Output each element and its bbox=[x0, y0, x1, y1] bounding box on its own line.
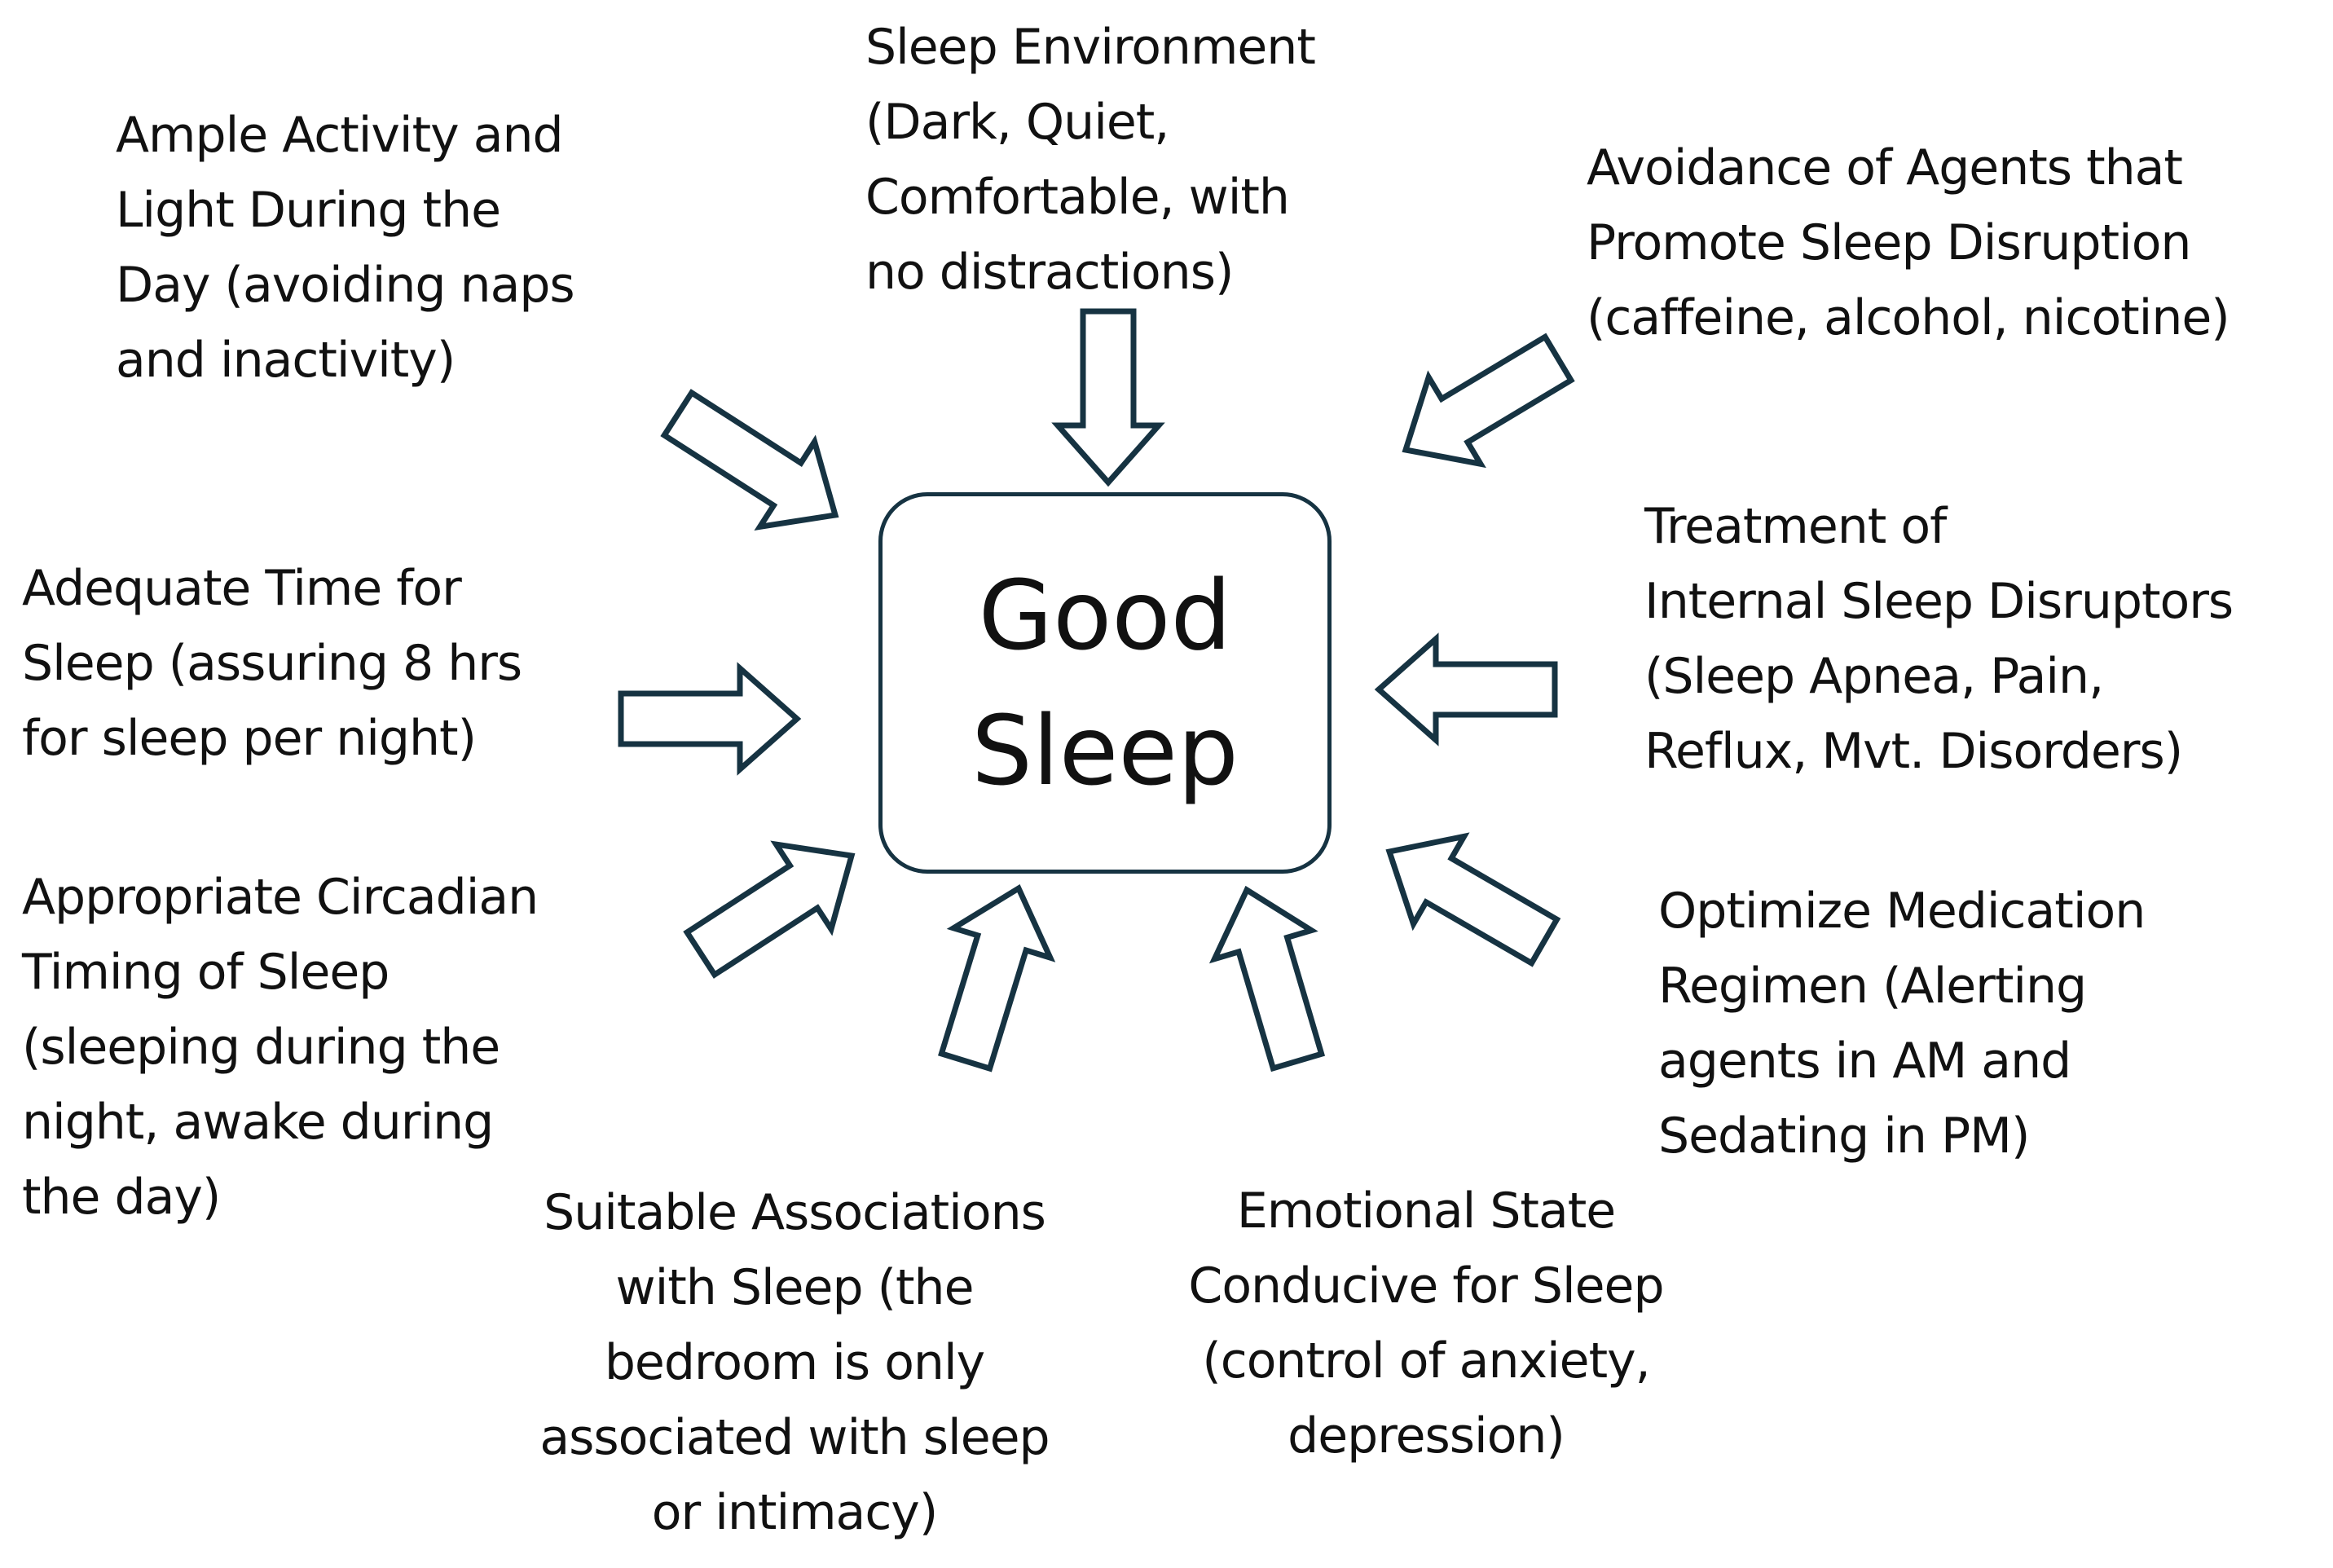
factor-emotional-state: Emotional State Conducive for Sleep (con… bbox=[1116, 1174, 1736, 1473]
factor-suitable-associations: Suitable Associations with Sleep (the be… bbox=[469, 1175, 1120, 1550]
factor-line: (Dark, Quiet, bbox=[865, 94, 1169, 151]
factor-line: Timing of Sleep bbox=[22, 944, 390, 1001]
arrow-medication-regimen bbox=[1385, 832, 1561, 967]
factor-line: Sleep Environment bbox=[865, 19, 1316, 76]
factor-line: Day (avoiding naps bbox=[116, 257, 575, 314]
factor-adequate-time: Adequate Time for Sleep (assuring 8 hrs … bbox=[22, 551, 522, 776]
arrow-emotional-state bbox=[1208, 885, 1326, 1072]
factor-line: Reflux, Mvt. Disorders) bbox=[1644, 723, 2183, 780]
factor-line: the day) bbox=[22, 1169, 221, 1226]
factor-internal-disruptors: Treatment of Internal Sleep Disruptors (… bbox=[1644, 489, 2234, 789]
factor-line: or intimacy) bbox=[651, 1484, 938, 1541]
factor-line: (Sleep Apnea, Pain, bbox=[1644, 648, 2104, 705]
arrow-avoidance-agents bbox=[1402, 333, 1575, 469]
good-sleep-title: Good Sleep bbox=[883, 548, 1327, 818]
factor-line: and inactivity) bbox=[116, 332, 456, 389]
factor-line: depression) bbox=[1288, 1407, 1565, 1464]
arrow-circadian-timing bbox=[683, 840, 856, 979]
arrow-internal-disruptors bbox=[1374, 632, 1558, 747]
arrow-ample-activity bbox=[660, 389, 839, 531]
factor-avoidance-agents: Avoidance of Agents that Promote Sleep D… bbox=[1587, 130, 2230, 355]
factor-line: (control of anxiety, bbox=[1202, 1332, 1650, 1390]
factor-line: Sedating in PM) bbox=[1658, 1108, 2030, 1165]
factor-line: Treatment of bbox=[1644, 498, 1947, 555]
factor-line: for sleep per night) bbox=[22, 710, 477, 767]
factor-line: Ample Activity and bbox=[116, 107, 564, 164]
factor-ample-activity: Ample Activity and Light During the Day … bbox=[116, 98, 575, 398]
arrow-sleep-environment bbox=[1051, 308, 1165, 487]
factor-sleep-environment: Sleep Environment (Dark, Quiet, Comforta… bbox=[865, 10, 1316, 310]
good-sleep-title-line-2: Sleep bbox=[971, 694, 1239, 807]
factor-line: Avoidance of Agents that bbox=[1587, 139, 2183, 196]
factor-line: Optimize Medication bbox=[1658, 883, 2146, 940]
arrow-adequate-time bbox=[618, 662, 802, 776]
factor-line: no distractions) bbox=[865, 244, 1234, 301]
factor-line: with Sleep (the bbox=[615, 1259, 975, 1316]
factor-line: associated with sleep bbox=[539, 1409, 1050, 1466]
factor-medication-regimen: Optimize Medication Regimen (Alerting ag… bbox=[1658, 874, 2146, 1174]
factor-circadian-timing: Appropriate Circadian Timing of Sleep (s… bbox=[22, 860, 539, 1235]
factor-line: Promote Sleep Disruption bbox=[1587, 214, 2191, 271]
factor-line: Comfortable, with bbox=[865, 169, 1290, 226]
factor-line: Sleep (assuring 8 hrs bbox=[22, 635, 522, 692]
factor-line: Suitable Associations bbox=[544, 1184, 1046, 1241]
factor-line: (sleeping during the bbox=[22, 1019, 500, 1076]
factor-line: Regimen (Alerting bbox=[1658, 958, 2087, 1015]
good-sleep-box: Good Sleep bbox=[878, 492, 1332, 874]
factor-line: Conducive for Sleep bbox=[1188, 1257, 1664, 1315]
factor-line: night, awake during bbox=[22, 1094, 494, 1151]
factor-line: (caffeine, alcohol, nicotine) bbox=[1587, 289, 2230, 346]
good-sleep-title-line-1: Good bbox=[978, 559, 1232, 672]
arrow-suitable-associations bbox=[938, 883, 1056, 1072]
factor-line: Emotional State bbox=[1236, 1183, 1616, 1240]
factor-line: Internal Sleep Disruptors bbox=[1644, 573, 2234, 630]
factor-line: Adequate Time for bbox=[22, 560, 462, 617]
factor-line: Appropriate Circadian bbox=[22, 869, 539, 926]
factor-line: Light During the bbox=[116, 182, 501, 239]
factor-line: agents in AM and bbox=[1658, 1033, 2071, 1090]
factor-line: bedroom is only bbox=[604, 1334, 985, 1391]
